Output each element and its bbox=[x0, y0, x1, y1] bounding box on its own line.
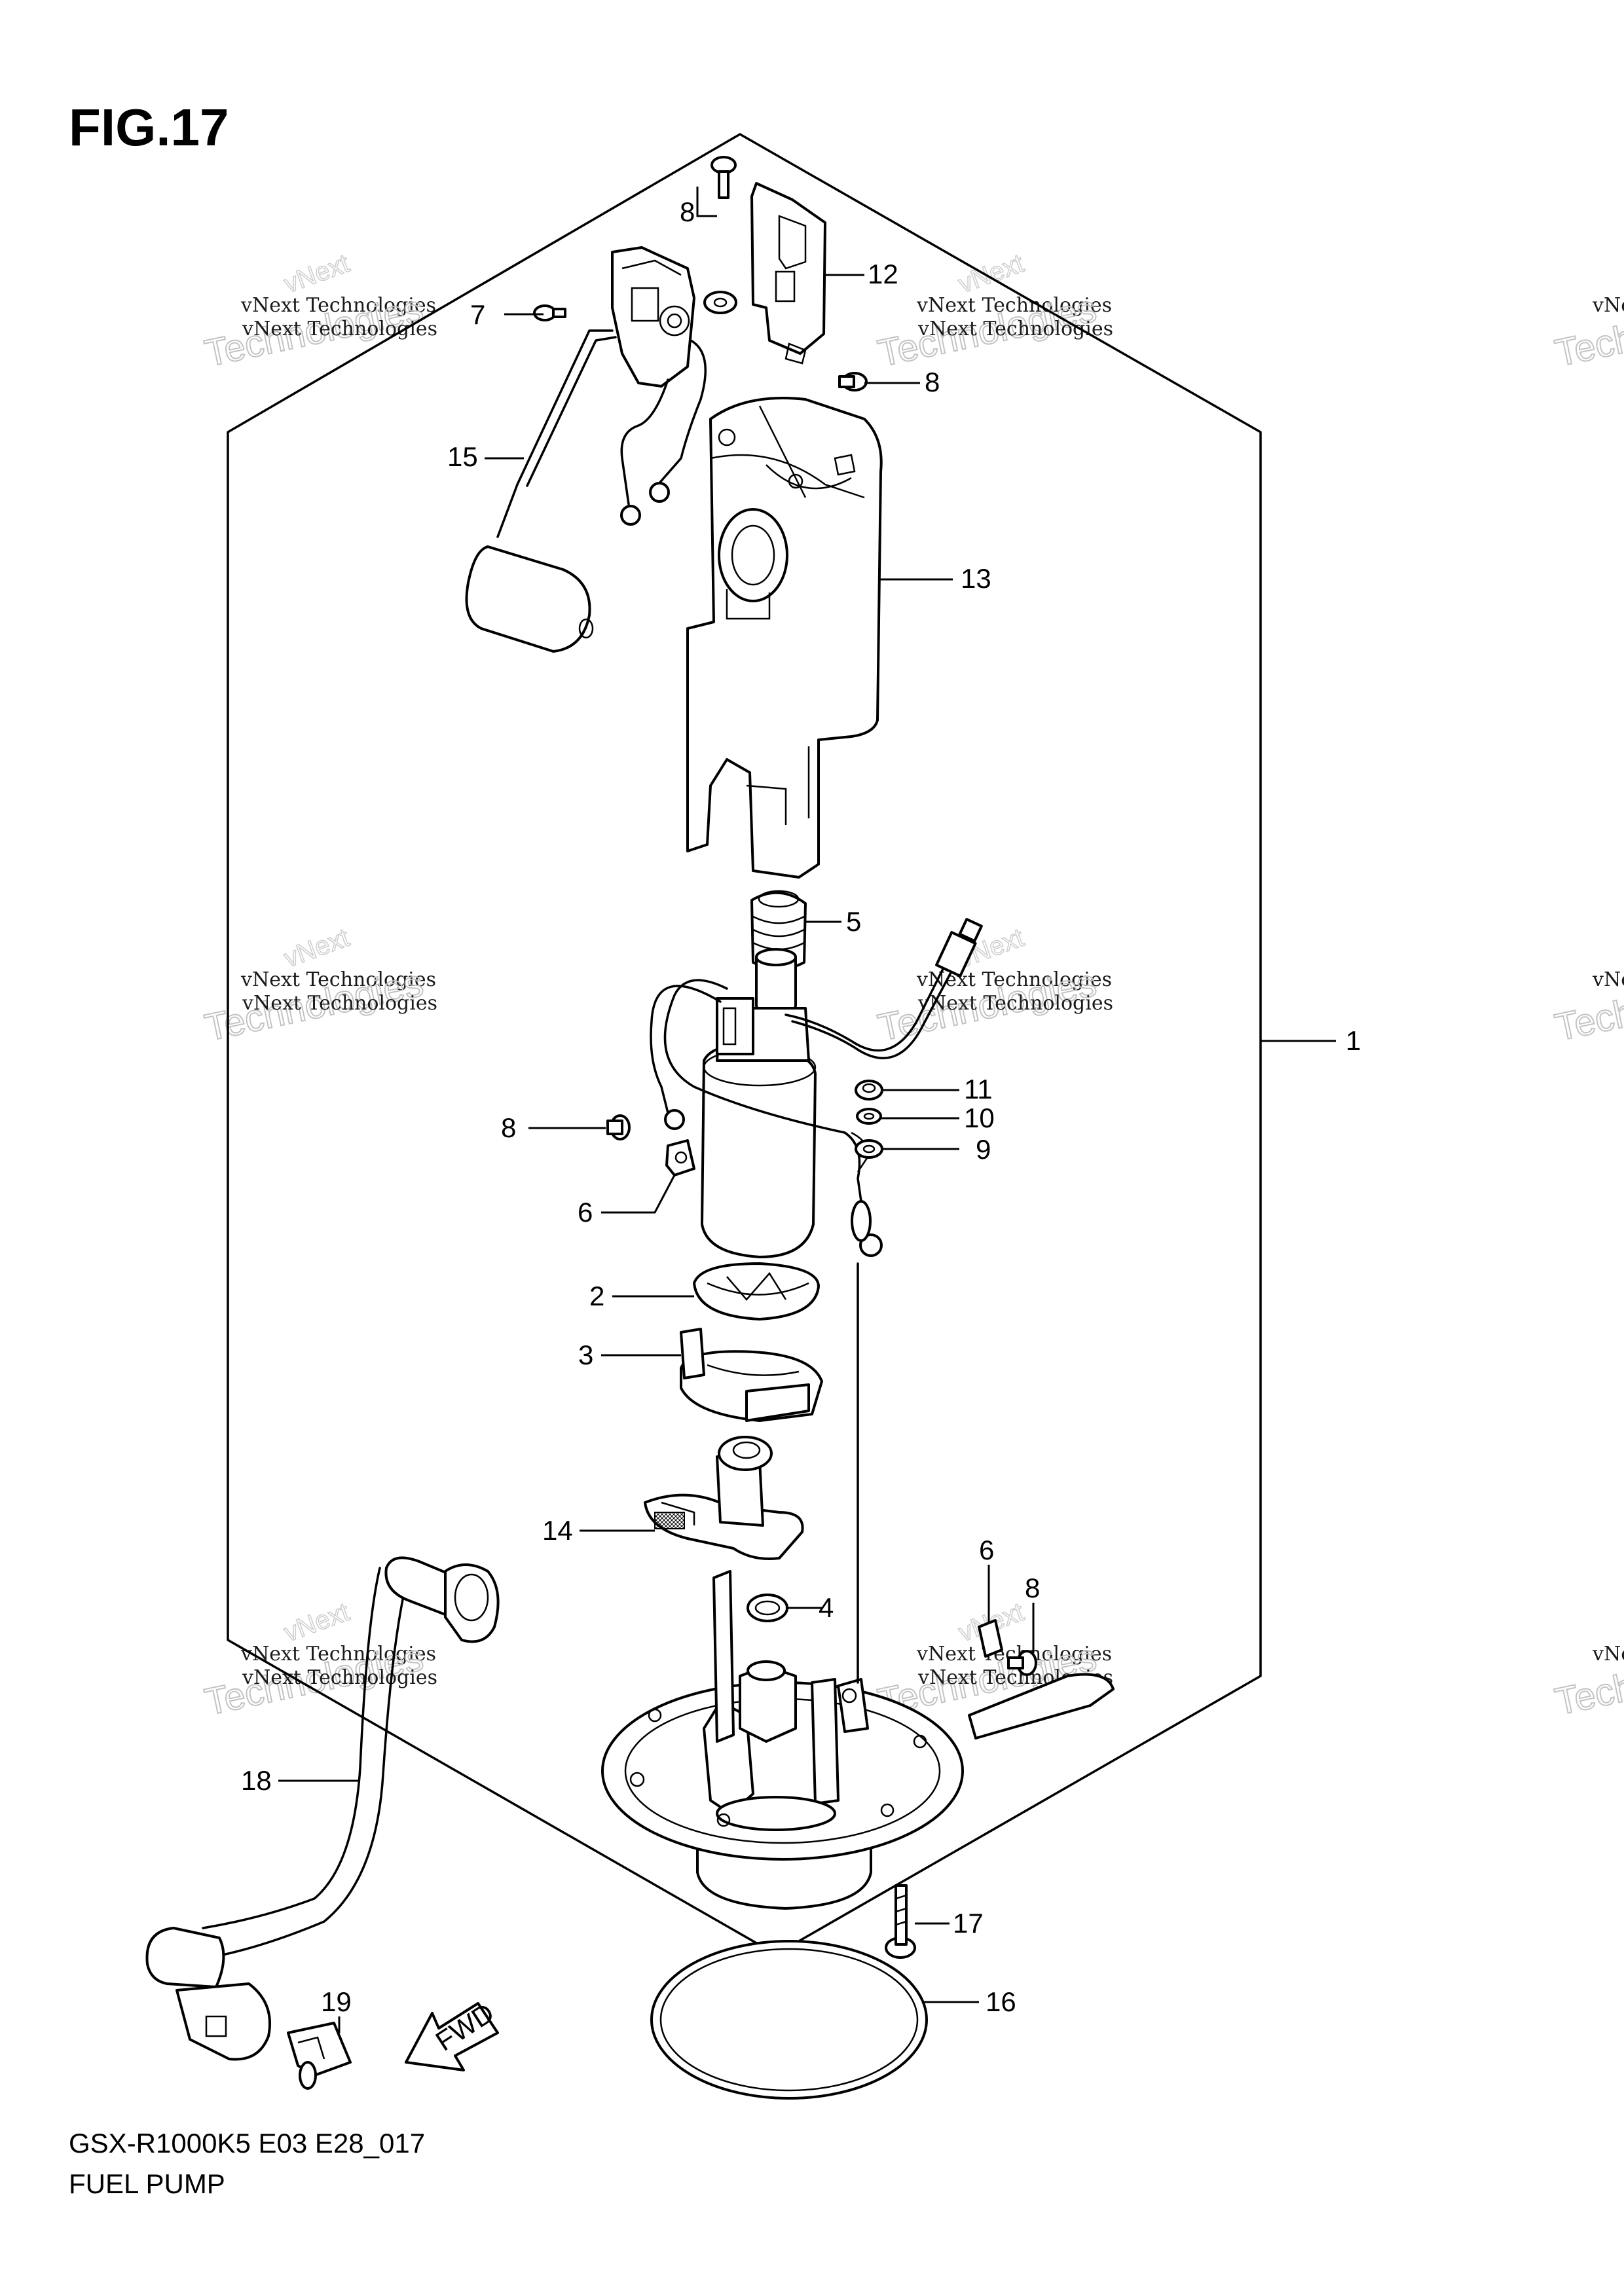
callout-part-19: 19 bbox=[321, 1986, 352, 2017]
watermark-brand: vNext bbox=[280, 923, 353, 973]
watermark-edge-low: vNext Technologies Technologies bbox=[1551, 1635, 1624, 1724]
callout-leaders bbox=[278, 187, 1336, 2033]
fwd-arrow-icon: FWD bbox=[405, 1997, 500, 2071]
watermark-company: vNext Technologies bbox=[242, 1666, 437, 1689]
figure-title: FIG.17 bbox=[69, 98, 229, 156]
part-7-screw bbox=[533, 304, 566, 321]
part-8-screw-top bbox=[703, 156, 737, 314]
watermark-group: vNext vNext Technologies Technologies vN… bbox=[200, 248, 1624, 1724]
watermark-company: vNext Technologies bbox=[917, 318, 1113, 340]
fuel-pump-base-plate bbox=[601, 1262, 1115, 1910]
callout-part-4: 4 bbox=[819, 1592, 834, 1623]
part-9-washer bbox=[855, 1139, 883, 1159]
part-4-o-ring bbox=[747, 1594, 788, 1622]
callout-part-6: 6 bbox=[979, 1535, 994, 1565]
part-10-washer bbox=[856, 1108, 882, 1125]
watermark-top-right: vNext vNext Technologies Technologies vN… bbox=[874, 248, 1113, 375]
callout-part-10: 10 bbox=[964, 1102, 995, 1133]
part-15-level-sender bbox=[465, 246, 707, 653]
watermark-company: vNext Technologies bbox=[916, 294, 1112, 317]
watermark-company: vNext Technologies bbox=[917, 992, 1113, 1015]
part-17-bolt bbox=[885, 1884, 916, 1959]
watermark-low-left: vNext vNext Technologies Technologies vN… bbox=[200, 1597, 437, 1724]
callout-part-6: 6 bbox=[578, 1197, 593, 1228]
part-19-clip bbox=[287, 2022, 352, 2090]
callout-part-12: 12 bbox=[868, 259, 898, 289]
filter-mesh bbox=[654, 1512, 685, 1529]
part-14-fuel-filter bbox=[644, 1436, 804, 1560]
assembly-name: FUEL PUMP bbox=[69, 2168, 225, 2199]
watermark-company: vNext Technologies bbox=[1592, 294, 1624, 317]
watermark-company: vNext Technologies bbox=[1592, 968, 1624, 991]
part-18-fuel-hose bbox=[145, 1556, 500, 2061]
fuel-pump-body bbox=[650, 918, 983, 1258]
part-8-screw-lower bbox=[1007, 1650, 1037, 1676]
watermark-top-left: vNext vNext Technologies Technologies vN… bbox=[200, 248, 437, 375]
part-3-holder bbox=[680, 1328, 823, 1422]
watermark-company: vNext Technologies bbox=[242, 992, 437, 1015]
callout-part-7: 7 bbox=[470, 299, 485, 330]
watermark-company: vNext Technologies bbox=[240, 968, 436, 991]
callout-part-3: 3 bbox=[578, 1339, 593, 1370]
callout-part-8: 8 bbox=[501, 1112, 516, 1143]
callout-part-1: 1 bbox=[1346, 1025, 1361, 1056]
watermark-edge-mid: vNext Technologies Technologies bbox=[1551, 961, 1624, 1050]
part-8-screw-right bbox=[838, 372, 868, 392]
part-6-clamp-lower bbox=[978, 1619, 1003, 1658]
part-12-bracket bbox=[750, 182, 826, 365]
part-6-clamp-mid bbox=[665, 1139, 695, 1176]
callout-part-8: 8 bbox=[1025, 1573, 1040, 1603]
watermark-company: vNext Technologies bbox=[1592, 1643, 1624, 1666]
callout-part-13: 13 bbox=[961, 563, 991, 594]
watermark-brand: vNext bbox=[280, 249, 353, 299]
part-2-holder bbox=[693, 1262, 820, 1321]
part-13-regulator-case bbox=[686, 397, 883, 879]
callout-part-8: 8 bbox=[680, 196, 695, 227]
watermark-edge-top: vNext Technologies Technologies bbox=[1551, 287, 1624, 376]
watermark-brand: vNext bbox=[280, 1597, 353, 1647]
callout-part-5: 5 bbox=[846, 906, 861, 937]
callout-part-18: 18 bbox=[241, 1765, 272, 1796]
callout-part-11: 11 bbox=[964, 1074, 993, 1104]
callout-part-16: 16 bbox=[986, 1986, 1016, 2017]
watermark-company: vNext Technologies bbox=[240, 1643, 436, 1666]
callout-part-15: 15 bbox=[447, 441, 478, 472]
model-code: GSX-R1000K5 E03 E28_017 bbox=[69, 2128, 425, 2159]
callout-part-17: 17 bbox=[953, 1908, 984, 1939]
part-8-screw-mid bbox=[606, 1114, 631, 1140]
part-16-gasket bbox=[650, 1940, 928, 2100]
callout-part-8: 8 bbox=[925, 367, 940, 397]
part-11-nut bbox=[855, 1080, 883, 1101]
watermark-company: vNext Technologies bbox=[240, 294, 436, 317]
callout-part-14: 14 bbox=[542, 1515, 573, 1546]
watermark-mid-left: vNext vNext Technologies Technologies vN… bbox=[200, 922, 437, 1049]
callout-part-2: 2 bbox=[589, 1281, 604, 1311]
callout-labels: 8 12 7 8 15 13 5 1 11 10 8 9 6 2 3 14 6 … bbox=[241, 196, 1361, 2017]
watermark-company: vNext Technologies bbox=[242, 318, 437, 340]
callout-part-9: 9 bbox=[976, 1134, 991, 1165]
